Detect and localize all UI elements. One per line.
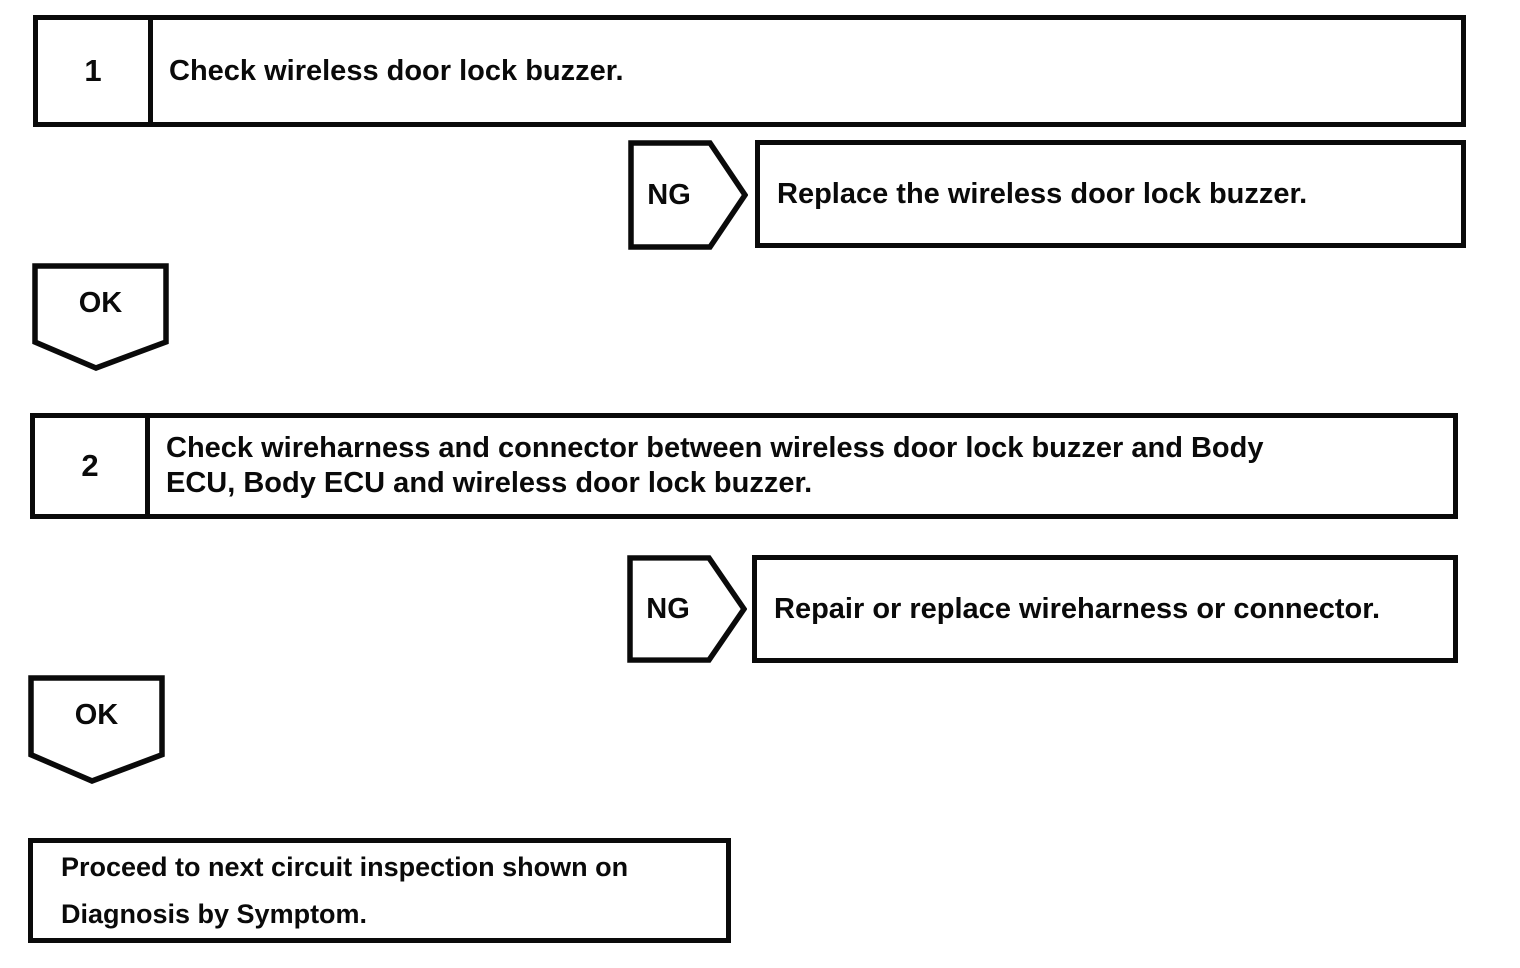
down-arrow-pentagon-icon (28, 675, 165, 784)
down-arrow-pentagon-icon (32, 263, 169, 371)
conclusion-line-2: Diagnosis by Symptom. (61, 898, 368, 929)
step-1-number: 1 (38, 20, 153, 122)
step-2-instruction: Check wireharness and connector between … (150, 418, 1453, 514)
ng-action-text-1: Replace the wireless door lock buzzer. (777, 177, 1308, 210)
step-1-instruction-line-1: Check wireless door lock buzzer. (169, 54, 624, 87)
right-arrow-pentagon-icon (628, 140, 748, 250)
ng-action-text-2: Repair or replace wireharness or connect… (774, 592, 1381, 625)
step-2-instruction-line-2: ECU, Body ECU and wireless door lock buz… (166, 467, 813, 499)
ok-label-2: OK (74, 698, 119, 731)
ok-label-1: OK (78, 286, 123, 319)
step-1-instruction: Check wireless door lock buzzer. (153, 20, 1461, 122)
step-2-number: 2 (35, 418, 150, 514)
step-2-box: 2 Check wireharness and connector betwee… (30, 413, 1458, 519)
step-1-box: 1 Check wireless door lock buzzer. (33, 15, 1466, 127)
ng-arrow-2: NG (627, 555, 747, 663)
ok-arrow-2: OK (28, 675, 165, 784)
ng-action-box-2: Repair or replace wireharness or connect… (752, 555, 1458, 663)
ng-arrow-1: NG (628, 140, 748, 250)
step-2-instruction-line-1: Check wireharness and connector between … (166, 432, 1264, 464)
ng-label-1: NG (647, 178, 691, 211)
conclusion-box: Proceed to next circuit inspection shown… (28, 838, 731, 943)
right-arrow-pentagon-icon (627, 555, 747, 663)
conclusion-line-1: Proceed to next circuit inspection shown… (61, 851, 629, 882)
ng-action-box-1: Replace the wireless door lock buzzer. (755, 140, 1466, 248)
ok-arrow-1: OK (32, 263, 169, 371)
ng-label-2: NG (646, 592, 690, 625)
